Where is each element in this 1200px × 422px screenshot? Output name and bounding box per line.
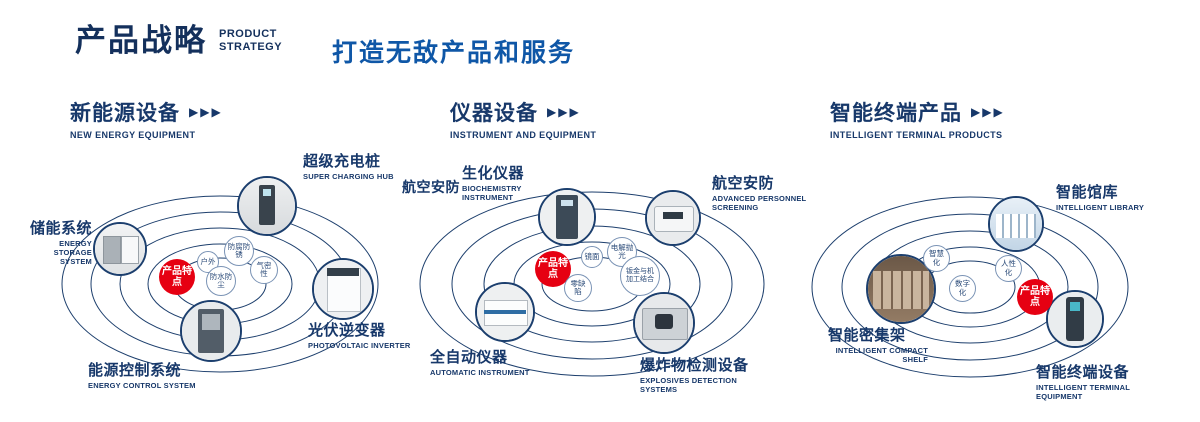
node-label-photovoltaic-inverter: 光伏逆变器 PHOTOVOLTAIC INVERTER	[308, 322, 413, 350]
feature-tag: 防水防尘	[206, 266, 236, 296]
section-title: 新能源设备	[70, 102, 180, 125]
biochemistry-instrument-image	[540, 190, 594, 244]
energy-control-system-image	[182, 302, 240, 360]
node-label-en: PHOTOVOLTAIC INVERTER	[308, 341, 411, 350]
node-label-intelligent-compact-shelf: 智能密集架 INTELLIGENT COMPACT SHELF	[828, 327, 928, 364]
node-label-energy-control-system: 能源控制系统 ENERGY CONTROL SYSTEM	[88, 362, 198, 390]
section-subtitle: NEW ENERGY EQUIPMENT	[70, 130, 196, 140]
section-header-new-energy: 新能源设备 ▶▶▶ NEW ENERGY EQUIPMENT	[70, 97, 223, 140]
node-label-en: ADVANCED PERSONNEL SCREENING	[712, 194, 807, 212]
node-label-en: INTELLIGENT COMPACT SHELF	[835, 346, 928, 364]
page-title: 产品战略	[75, 23, 207, 58]
node-automatic-instrument	[475, 282, 535, 342]
personnel-screening-image	[647, 192, 699, 244]
triple-arrow-icon: ▶▶▶	[189, 105, 223, 119]
feature-tag: 电解抛光	[607, 237, 637, 267]
node-label-en: ENERGY CONTROL SYSTEM	[88, 381, 196, 390]
node-intelligent-compact-shelf	[866, 254, 936, 324]
node-label-en: BIOCHEMISTRY INSTRUMENT	[462, 184, 522, 202]
node-label-super-charging-hub: 超级充电桩 SUPER CHARGING HUB	[303, 153, 398, 181]
feature-tag: 数字化	[949, 275, 976, 302]
node-intelligent-terminal-equipment	[1046, 290, 1104, 348]
feature-tag: 防腐防锈	[224, 236, 254, 266]
node-label-en: SUPER CHARGING HUB	[303, 172, 394, 181]
product-features-badge: 产品特点	[159, 259, 195, 295]
node-label-aviation-security: 航空安防 ADVANCED PERSONNEL SCREENING	[712, 175, 824, 212]
node-label-zh: 能源控制系统	[88, 362, 182, 379]
node-label-en: INTELLIGENT TERMINAL EQUIPMENT	[1036, 383, 1130, 401]
automatic-instrument-image	[477, 284, 533, 340]
energy-storage-image	[95, 224, 145, 274]
node-label-en: INTELLIGENT LIBRARY	[1056, 203, 1145, 212]
triple-arrow-icon: ▶▶▶	[547, 105, 581, 119]
node-label-explosives-detection: 爆炸物检测设备 EXPLOSIVES DETECTION SYSTEMS	[640, 357, 775, 394]
node-label-zh: 智能馆库	[1056, 184, 1119, 201]
node-photovoltaic-inverter	[312, 258, 374, 320]
node-label-zh: 爆炸物检测设备	[640, 357, 749, 374]
node-label-zh: 储能系统	[29, 220, 92, 237]
node-label-zh: 光伏逆变器	[308, 322, 386, 339]
node-label-biochemistry-instrument: 生化仪器 BIOCHEMISTRY INSTRUMENT	[462, 165, 542, 202]
label-aviation-security: 航空安防	[402, 179, 460, 196]
node-personnel-screening	[645, 190, 701, 246]
label-zh: 航空安防	[402, 179, 460, 195]
section-subtitle: INTELLIGENT TERMINAL PRODUCTS	[830, 130, 1003, 140]
page-header: 产品战略 PRODUCT STRATEGY	[75, 24, 282, 58]
triple-arrow-icon: ▶▶▶	[971, 105, 1005, 119]
feature-tag: 智慧化	[923, 245, 950, 272]
intelligent-compact-shelf-image	[868, 256, 934, 322]
feature-tag: 气密性	[250, 256, 278, 284]
node-intelligent-library	[988, 196, 1044, 252]
node-label-intelligent-library: 智能馆库 INTELLIGENT LIBRARY	[1056, 184, 1156, 212]
photovoltaic-inverter-image	[314, 260, 372, 318]
section-header-instruments: 仪器设备 ▶▶▶ INSTRUMENT AND EQUIPMENT	[450, 97, 596, 140]
section-title: 智能终端产品	[830, 102, 962, 125]
node-energy-storage	[93, 222, 147, 276]
node-label-automatic-instrument: 全自动仪器 AUTOMATIC INSTRUMENT	[430, 349, 540, 377]
tagline: 打造无敌产品和服务	[332, 39, 576, 67]
page-title-en-line2: STRATEGY	[219, 41, 283, 53]
node-label-zh: 智能终端设备	[1036, 364, 1130, 381]
node-label-en: EXPLOSIVES DETECTION SYSTEMS	[640, 376, 737, 394]
node-label-energy-storage: 储能系统 ENERGY STORAGE SYSTEM	[20, 220, 92, 266]
node-explosives-detection	[633, 292, 695, 354]
section-header-intelligent-terminal: 智能终端产品 ▶▶▶ INTELLIGENT TERMINAL PRODUCTS	[830, 97, 1005, 140]
node-label-en: ENERGY STORAGE SYSTEM	[53, 239, 92, 266]
node-label-zh: 智能密集架	[828, 327, 906, 344]
node-label-zh: 生化仪器	[462, 165, 525, 182]
node-label-intelligent-terminal-equipment: 智能终端设备 INTELLIGENT TERMINAL EQUIPMENT	[1036, 364, 1176, 401]
node-label-zh: 全自动仪器	[430, 349, 508, 366]
feature-tag: 人性化	[995, 255, 1022, 282]
node-biochemistry-instrument	[538, 188, 596, 246]
node-super-charging-hub	[237, 176, 297, 236]
intelligent-library-image	[990, 198, 1042, 250]
node-label-en: AUTOMATIC INSTRUMENT	[430, 368, 530, 377]
intelligent-terminal-equipment-image	[1048, 292, 1102, 346]
product-features-badge: 产品特点	[1017, 279, 1053, 315]
page-title-en: PRODUCT STRATEGY	[219, 28, 282, 54]
section-subtitle: INSTRUMENT AND EQUIPMENT	[450, 130, 597, 140]
page-title-en-line1: PRODUCT	[219, 28, 277, 40]
node-label-zh: 超级充电桩	[303, 153, 381, 170]
feature-tag: 钣金与机加工结合	[620, 256, 660, 296]
node-energy-control-system	[180, 300, 242, 362]
section-title: 仪器设备	[450, 102, 538, 125]
feature-tag: 零缺陷	[564, 274, 592, 302]
explosives-detection-image	[635, 294, 693, 352]
feature-tag: 镜面	[581, 246, 603, 268]
super-charging-hub-image	[239, 178, 295, 234]
node-label-zh: 航空安防	[712, 175, 775, 192]
